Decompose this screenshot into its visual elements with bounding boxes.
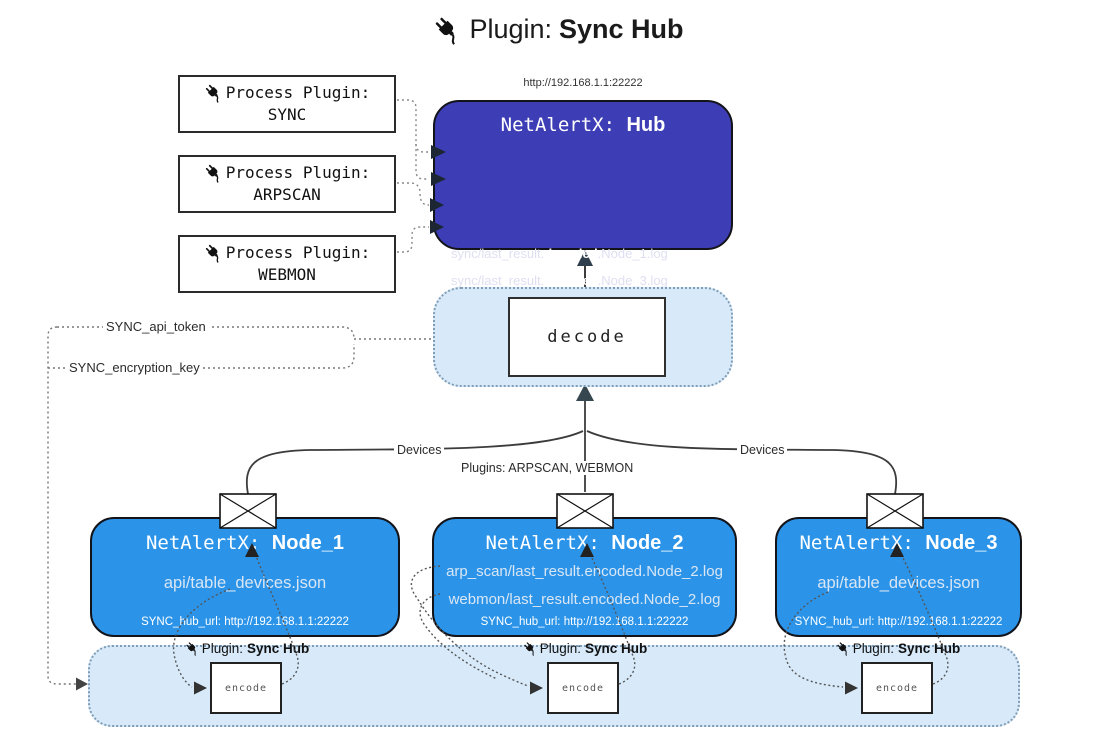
node-hub-url: SYNC_hub_url: http://192.168.1.1:22222 [141, 616, 349, 628]
node-1-box: NetAlertX: Node_1 api/table_devices.json… [90, 517, 400, 637]
node-file: arp_scan/last_result.encoded.Node_2.log [446, 563, 723, 580]
process-plugin-name: WEBMON [258, 265, 316, 284]
node-hub-url: SYNC_hub_url: http://192.168.1.1:22222 [480, 616, 689, 628]
hub-log-line: sync/last_result.decoded.Node_3.log [451, 273, 668, 288]
encode-box: encode [547, 662, 619, 714]
plug-icon [204, 83, 224, 103]
node-hub-url: SYNC_hub_url: http://192.168.1.1:22222 [794, 616, 1003, 628]
devices-label-left: Devices [394, 443, 445, 457]
plug-icon [433, 15, 463, 45]
node-title: NetAlertX: Node_3 [799, 532, 998, 554]
node-title: NetAlertX: Node_2 [485, 532, 684, 554]
sync-api-token-label: SYNC_api_token [103, 319, 209, 334]
encoder-plugin-label: Plugin:Sync Hub [157, 641, 337, 656]
encoder-plugin-label: Plugin:Sync Hub [808, 641, 988, 656]
hub-title-prefix: NetAlertX: [500, 114, 627, 136]
hub-box: NetAlertX: Hub sync/last_result.decoded.… [433, 100, 733, 336]
decode-label: decode [547, 327, 627, 347]
process-plugin-arpscan: Process Plugin: ARPSCAN [178, 155, 396, 213]
process-plugin-label: Process Plugin: [225, 83, 371, 102]
sync-encryption-key-label: SYNC_encryption_key [66, 360, 203, 375]
node-title: NetAlertX: Node_1 [145, 532, 345, 554]
process-plugin-webmon: Process Plugin: WEBMON [178, 235, 396, 293]
page-title-label: Plugin: [469, 14, 553, 44]
devices-label-right: Devices [737, 443, 788, 457]
encode-label: encode [561, 682, 605, 694]
plug-icon [204, 243, 224, 263]
encode-box: encode [210, 662, 282, 714]
process-plugin-name: ARPSCAN [253, 185, 321, 204]
hub-title-name: Hub [626, 114, 666, 136]
plugins-edge-label: Plugins: ARPSCAN, WEBMON [458, 461, 637, 475]
plug-icon [185, 641, 200, 656]
node-3-box: NetAlertX: Node_3 api/table_devices.json… [775, 517, 1022, 637]
process-plugin-name: SYNC [267, 105, 307, 124]
plug-icon [523, 641, 538, 656]
node-2-box: NetAlertX: Node_2 arp_scan/last_result.e… [432, 517, 737, 637]
page-title-name: Sync Hub [559, 14, 684, 44]
page-title: Plugin: Sync Hub [0, 14, 1117, 45]
node-file: api/table_devices.json [817, 574, 980, 592]
process-plugin-label: Process Plugin: [225, 243, 371, 262]
hub-url: http://192.168.1.1:22222 [523, 77, 643, 89]
hub-log-line: sync/last_result.decoded.Node_1.log [451, 246, 668, 261]
node-file: webmon/last_result.encoded.Node_2.log [448, 591, 721, 608]
plug-icon [836, 641, 851, 656]
encoder-plugin-label: Plugin:Sync Hub [495, 641, 675, 656]
encode-box: encode [861, 662, 933, 714]
hub-title: NetAlertX: Hub [435, 114, 731, 137]
encode-label: encode [875, 682, 919, 694]
node-file: api/table_devices.json [163, 574, 327, 592]
decode-box: decode [508, 297, 666, 377]
plug-icon [204, 163, 224, 183]
encode-label: encode [224, 682, 268, 694]
process-plugin-label: Process Plugin: [225, 163, 371, 182]
process-plugin-sync: Process Plugin: SYNC [178, 75, 396, 133]
